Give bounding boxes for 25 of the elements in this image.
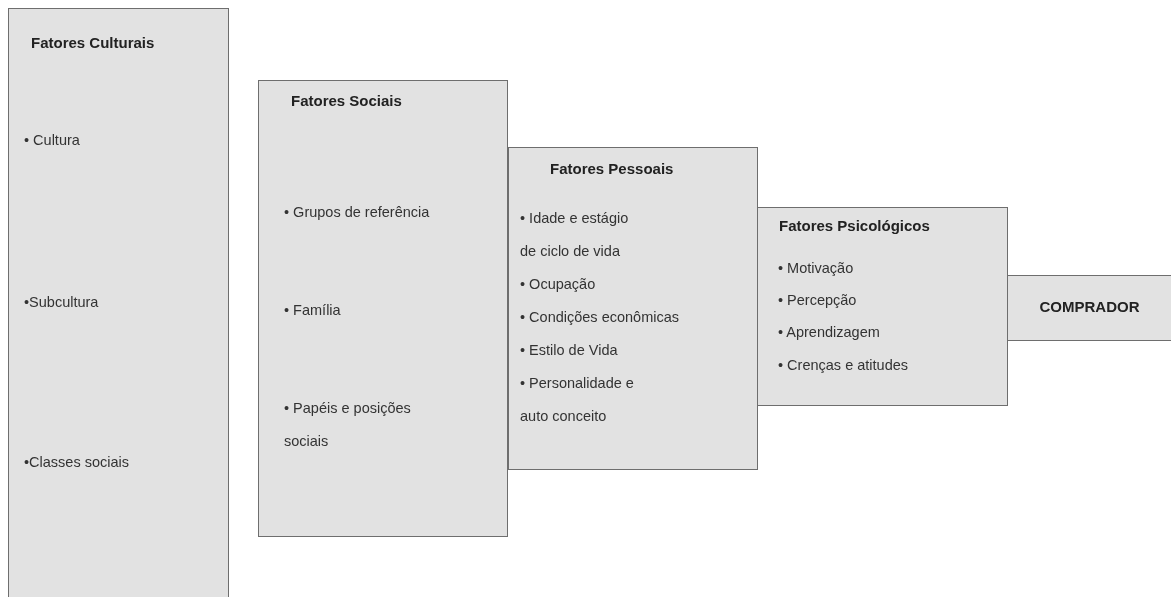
box-heading: Fatores Pessoais <box>550 160 674 178</box>
bullet-item: • Condições econômicas <box>520 308 680 327</box>
box-heading: Fatores Psicológicos <box>779 217 930 235</box>
bullet-item: • Personalidade e auto conceito <box>520 374 635 426</box>
bullet-item: • Família <box>284 301 341 320</box>
box-heading: Fatores Sociais <box>291 92 402 110</box>
bullet-item: •Subcultura <box>24 293 99 312</box>
bullet-item: • Papéis e posições sociais <box>284 399 412 451</box>
bullet-item: • Cultura <box>24 131 80 150</box>
box-heading: COMPRADOR <box>1038 298 1141 316</box>
bullet-item: • Ocupação <box>520 275 596 294</box>
factor-box <box>508 147 758 470</box>
bullet-item: • Crenças e atitudes <box>778 356 908 375</box>
bullet-item: • Estilo de Vida <box>520 341 618 360</box>
bullet-item: • Percepção <box>778 291 857 310</box>
bullet-item: • Motivação <box>778 259 854 278</box>
factor-box <box>1007 275 1171 341</box>
bullet-item: • Idade e estágio de ciclo de vida <box>520 209 630 261</box>
factor-box <box>258 80 508 537</box>
bullet-item: • Grupos de referência <box>284 203 430 222</box>
factor-box <box>757 207 1008 406</box>
box-heading: Fatores Culturais <box>31 34 155 52</box>
bullet-item: • Aprendizagem <box>778 323 880 342</box>
factor-box <box>8 8 229 597</box>
bullet-item: •Classes sociais <box>24 453 129 472</box>
